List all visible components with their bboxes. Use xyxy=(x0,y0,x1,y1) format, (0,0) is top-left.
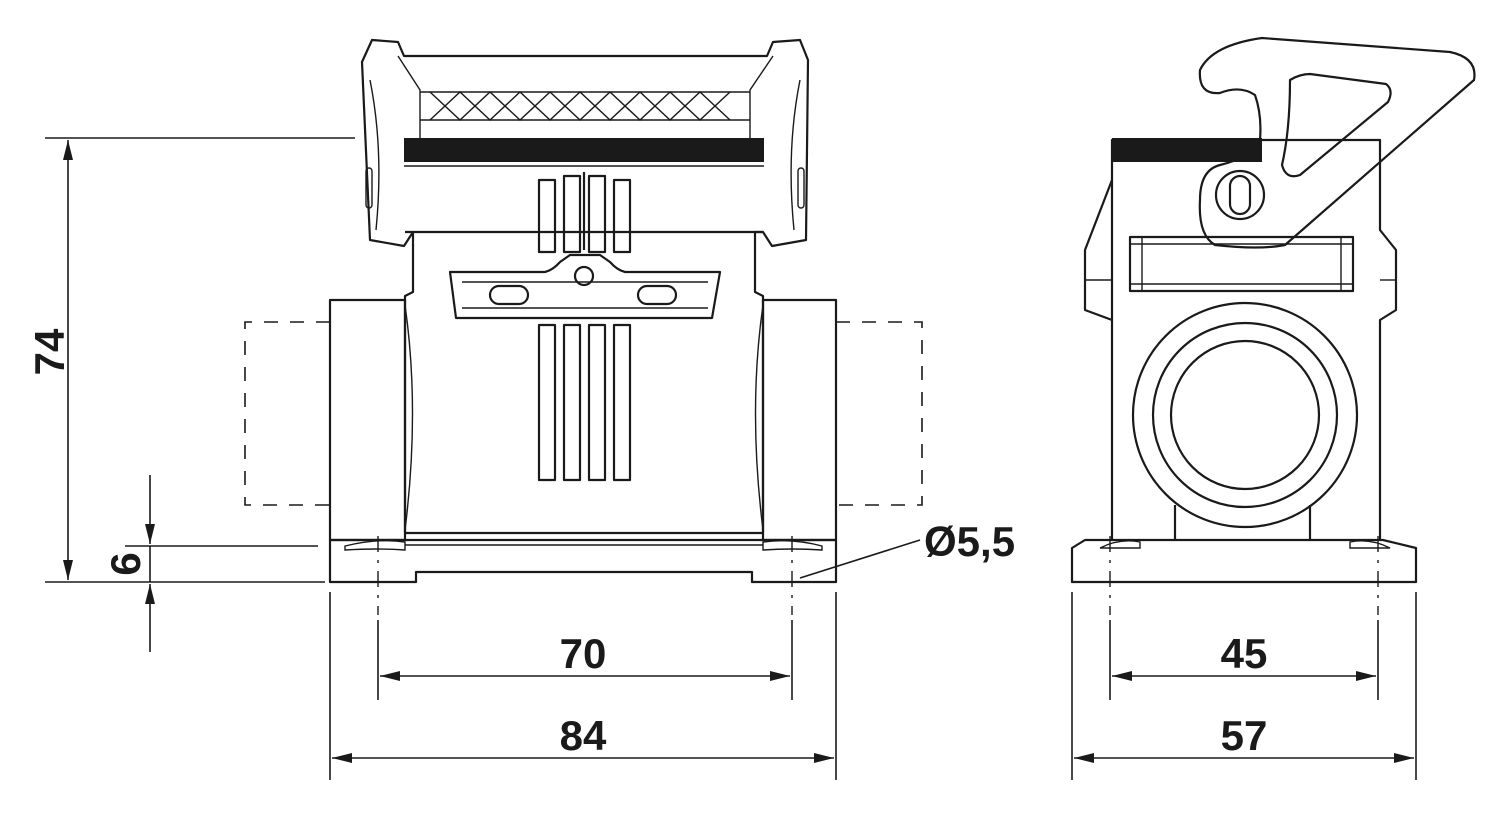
side-view xyxy=(1070,36,1476,615)
profile-curve-left xyxy=(404,304,414,531)
entry-outer xyxy=(1131,301,1359,529)
profile-curve-right xyxy=(754,304,764,531)
ribs-upper xyxy=(537,172,632,254)
side-left-shoulder xyxy=(1083,179,1114,322)
slot-right xyxy=(636,284,678,306)
boss-sides xyxy=(1173,505,1312,540)
label-45: 45 xyxy=(1221,630,1268,677)
center-hole xyxy=(573,265,595,287)
side-pad-left xyxy=(1099,540,1141,549)
front-clamp-plate xyxy=(448,253,722,320)
side-seal-strip xyxy=(1112,138,1262,162)
hidden-entry-right xyxy=(836,321,923,506)
seal-strip xyxy=(404,138,764,162)
side-base-plate xyxy=(1070,538,1418,584)
label-84: 84 xyxy=(560,712,607,759)
front-base-plate xyxy=(328,538,838,584)
lever-pivot-slot xyxy=(1228,174,1252,216)
front-hole-pad-left xyxy=(344,539,406,551)
ribs-lower xyxy=(537,323,632,482)
label-57: 57 xyxy=(1221,712,1268,759)
dimension-lines xyxy=(45,137,1417,780)
locking-lever xyxy=(1198,36,1476,249)
hood-curve-left xyxy=(369,79,380,231)
hood-slot-left xyxy=(365,167,373,209)
hidden-entry-left xyxy=(244,321,330,506)
front-hood xyxy=(360,38,810,248)
hood-inner-right xyxy=(749,55,774,160)
hood-lattice xyxy=(429,91,731,121)
lever-window xyxy=(1280,72,1392,178)
front-view xyxy=(244,38,923,615)
hood-curve-right xyxy=(790,79,801,231)
front-side-block-right xyxy=(761,298,838,542)
side-window xyxy=(1128,235,1355,293)
front-side-block-left xyxy=(328,298,407,542)
label-70: 70 xyxy=(560,630,607,677)
label-74: 74 xyxy=(26,328,73,375)
label-diameter: Ø5,5 xyxy=(924,518,1015,565)
hood-slot-right xyxy=(797,167,805,209)
lever-pivot xyxy=(1214,169,1266,221)
slot-left xyxy=(488,284,530,306)
leader-diameter xyxy=(799,539,921,579)
hood-inner-left xyxy=(397,55,421,160)
side-pad-right xyxy=(1349,540,1391,549)
entry-inner xyxy=(1169,339,1321,491)
front-body xyxy=(403,230,765,535)
entry-middle xyxy=(1151,321,1339,509)
label-6: 6 xyxy=(102,552,149,575)
